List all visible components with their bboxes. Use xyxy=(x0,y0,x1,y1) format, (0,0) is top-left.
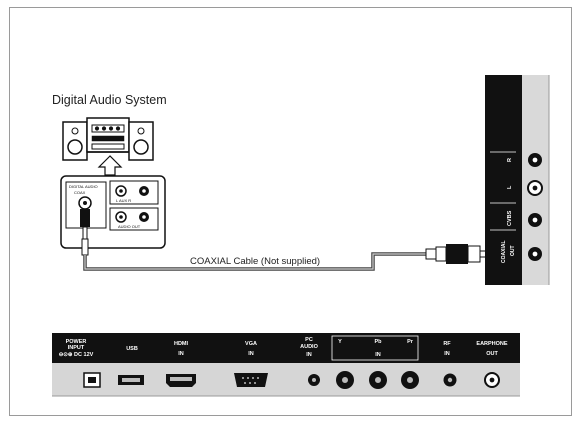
diagram-frame xyxy=(9,7,572,416)
tv-bottom-panel: POWER INPUT ⊖⊙⊕ DC 12V USB HDMI IN VGA I… xyxy=(52,333,520,397)
arrow-up-icon xyxy=(97,155,123,176)
svg-text:IN: IN xyxy=(444,351,450,357)
svg-text:DIGITAL AUDIO: DIGITAL AUDIO xyxy=(69,184,98,189)
port-label-earphone: EARPHONE xyxy=(476,341,508,347)
side-label-cvbs: CVBS xyxy=(507,210,513,226)
port-label-usb: USB xyxy=(126,346,138,352)
svg-text:IN: IN xyxy=(375,352,381,358)
svg-text:⊖⊙⊕ DC 12V: ⊖⊙⊕ DC 12V xyxy=(59,352,94,358)
port-label-vga: VGA xyxy=(245,341,257,347)
coaxial-plug-right xyxy=(425,244,491,264)
vga-port-icon xyxy=(234,373,268,387)
side-label-coaxial-out: COAXIAL xyxy=(501,241,507,264)
svg-text:IN: IN xyxy=(178,351,184,357)
audio-input-panel: DIGITAL AUDIO COAX L AUX R AUDIO OUT xyxy=(60,175,166,249)
port-label-power: POWER xyxy=(66,339,87,345)
tv-side-panel: R L CVBS COAXIAL OUT xyxy=(485,75,550,285)
coaxial-cable xyxy=(83,252,426,271)
side-label-l: L xyxy=(507,185,513,189)
cable-label: COAXIAL Cable (Not supplied) xyxy=(190,256,321,267)
port-label-pb: Pb xyxy=(374,339,382,345)
svg-text:IN: IN xyxy=(306,352,312,358)
svg-text:IN: IN xyxy=(248,351,254,357)
svg-text:AUDIO OUT: AUDIO OUT xyxy=(118,224,141,229)
svg-text:OUT: OUT xyxy=(510,245,516,256)
coaxial-plug-left xyxy=(78,196,92,256)
port-label-rf: RF xyxy=(443,341,451,347)
port-label-y: Y xyxy=(338,339,342,345)
svg-text:INPUT: INPUT xyxy=(68,345,85,351)
stereo-system-icon xyxy=(62,117,154,161)
svg-text:L AUX R: L AUX R xyxy=(116,198,131,203)
side-label-r: R xyxy=(507,158,513,162)
svg-text:AUDIO: AUDIO xyxy=(300,344,318,350)
port-label-hdmi: HDMI xyxy=(174,341,189,347)
port-label-pc-audio: PC xyxy=(305,337,313,343)
device-label: Digital Audio System xyxy=(52,93,167,107)
svg-text:COAX: COAX xyxy=(74,190,86,195)
port-label-pr: Pr xyxy=(407,339,414,345)
svg-text:OUT: OUT xyxy=(486,351,498,357)
